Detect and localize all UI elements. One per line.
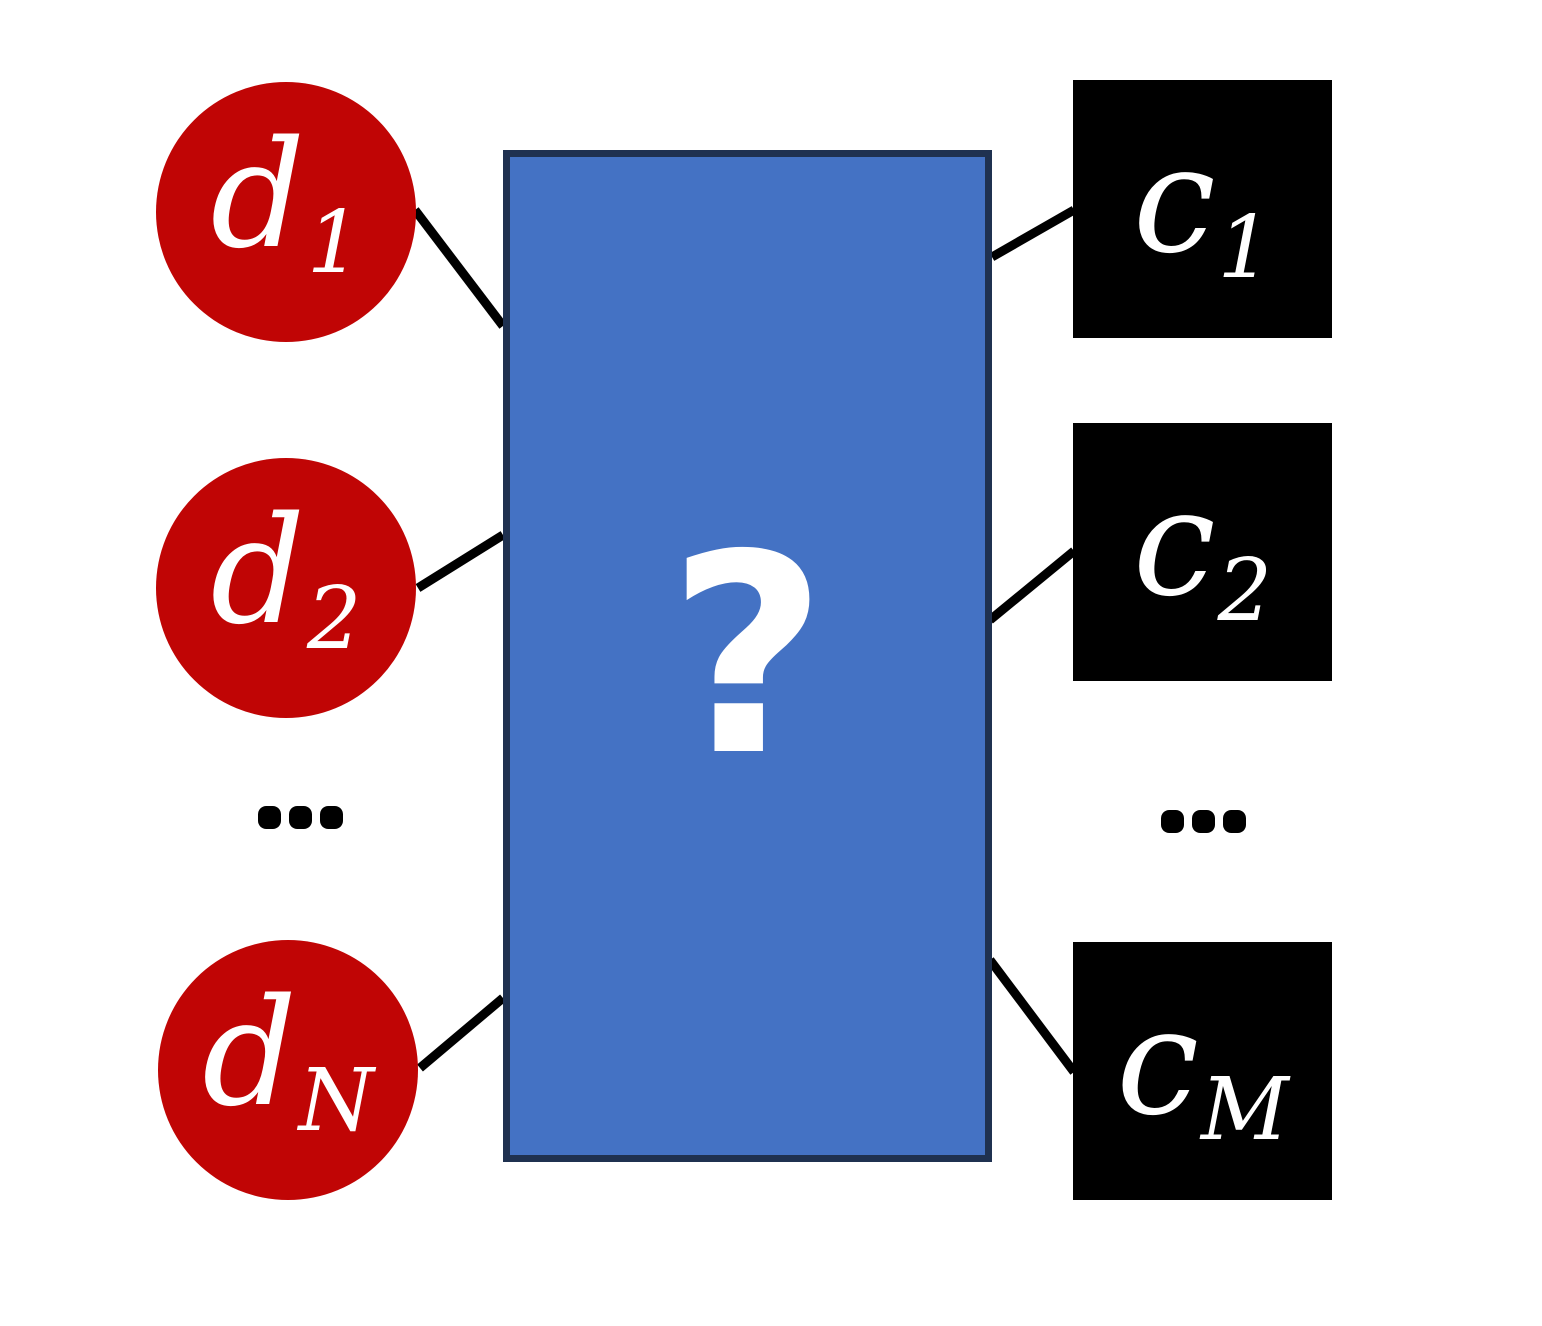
connector-d2-box bbox=[415, 531, 506, 592]
connector-box-c1 bbox=[989, 206, 1077, 261]
node-d1: d1 bbox=[156, 82, 416, 342]
left-ellipsis-icon: … bbox=[258, 806, 343, 829]
ellipsis-dot bbox=[1223, 810, 1246, 833]
connector-box-c2 bbox=[987, 547, 1077, 624]
node-c1-subscript: 1 bbox=[1217, 197, 1273, 298]
node-d1-label: d1 bbox=[210, 121, 361, 287]
node-c2-base: c bbox=[1132, 457, 1216, 630]
node-d1-subscript: 1 bbox=[306, 192, 362, 293]
node-dN: dN bbox=[158, 940, 418, 1200]
connector-dN-box bbox=[417, 994, 506, 1072]
node-dN-base: d bbox=[202, 967, 297, 1140]
node-d2-subscript: 2 bbox=[306, 568, 362, 669]
node-c1: c1 bbox=[1073, 80, 1332, 338]
node-d2: d2 bbox=[156, 458, 416, 718]
node-cM-base: c bbox=[1116, 976, 1200, 1149]
node-c1-label: c1 bbox=[1133, 126, 1272, 292]
ellipsis-dot bbox=[258, 806, 281, 829]
node-cM-subscript: M bbox=[1200, 1059, 1289, 1160]
node-c2-label: c2 bbox=[1133, 469, 1272, 635]
node-cM: cM bbox=[1073, 942, 1332, 1200]
ellipsis-dot bbox=[1192, 810, 1215, 833]
node-cM-label: cM bbox=[1116, 988, 1288, 1154]
right-ellipsis-icon: … bbox=[1161, 810, 1246, 833]
node-c2-subscript: 2 bbox=[1217, 540, 1273, 641]
node-d2-base: d bbox=[210, 485, 306, 658]
ellipsis-dot bbox=[289, 806, 312, 829]
connector-d1-box bbox=[411, 207, 507, 329]
ellipsis-dot bbox=[1161, 810, 1184, 833]
question-mark-label: ? bbox=[667, 495, 828, 816]
ellipsis-dot bbox=[320, 806, 343, 829]
node-dN-subscript: N bbox=[298, 1050, 374, 1151]
node-c1-base: c bbox=[1132, 114, 1216, 287]
connector-box-cM bbox=[986, 957, 1078, 1075]
mystery-mapping-box: ? bbox=[503, 150, 992, 1162]
node-d1-base: d bbox=[210, 109, 306, 282]
node-dN-label: dN bbox=[202, 979, 374, 1145]
node-c2: c2 bbox=[1073, 423, 1332, 681]
node-d2-label: d2 bbox=[210, 497, 361, 663]
